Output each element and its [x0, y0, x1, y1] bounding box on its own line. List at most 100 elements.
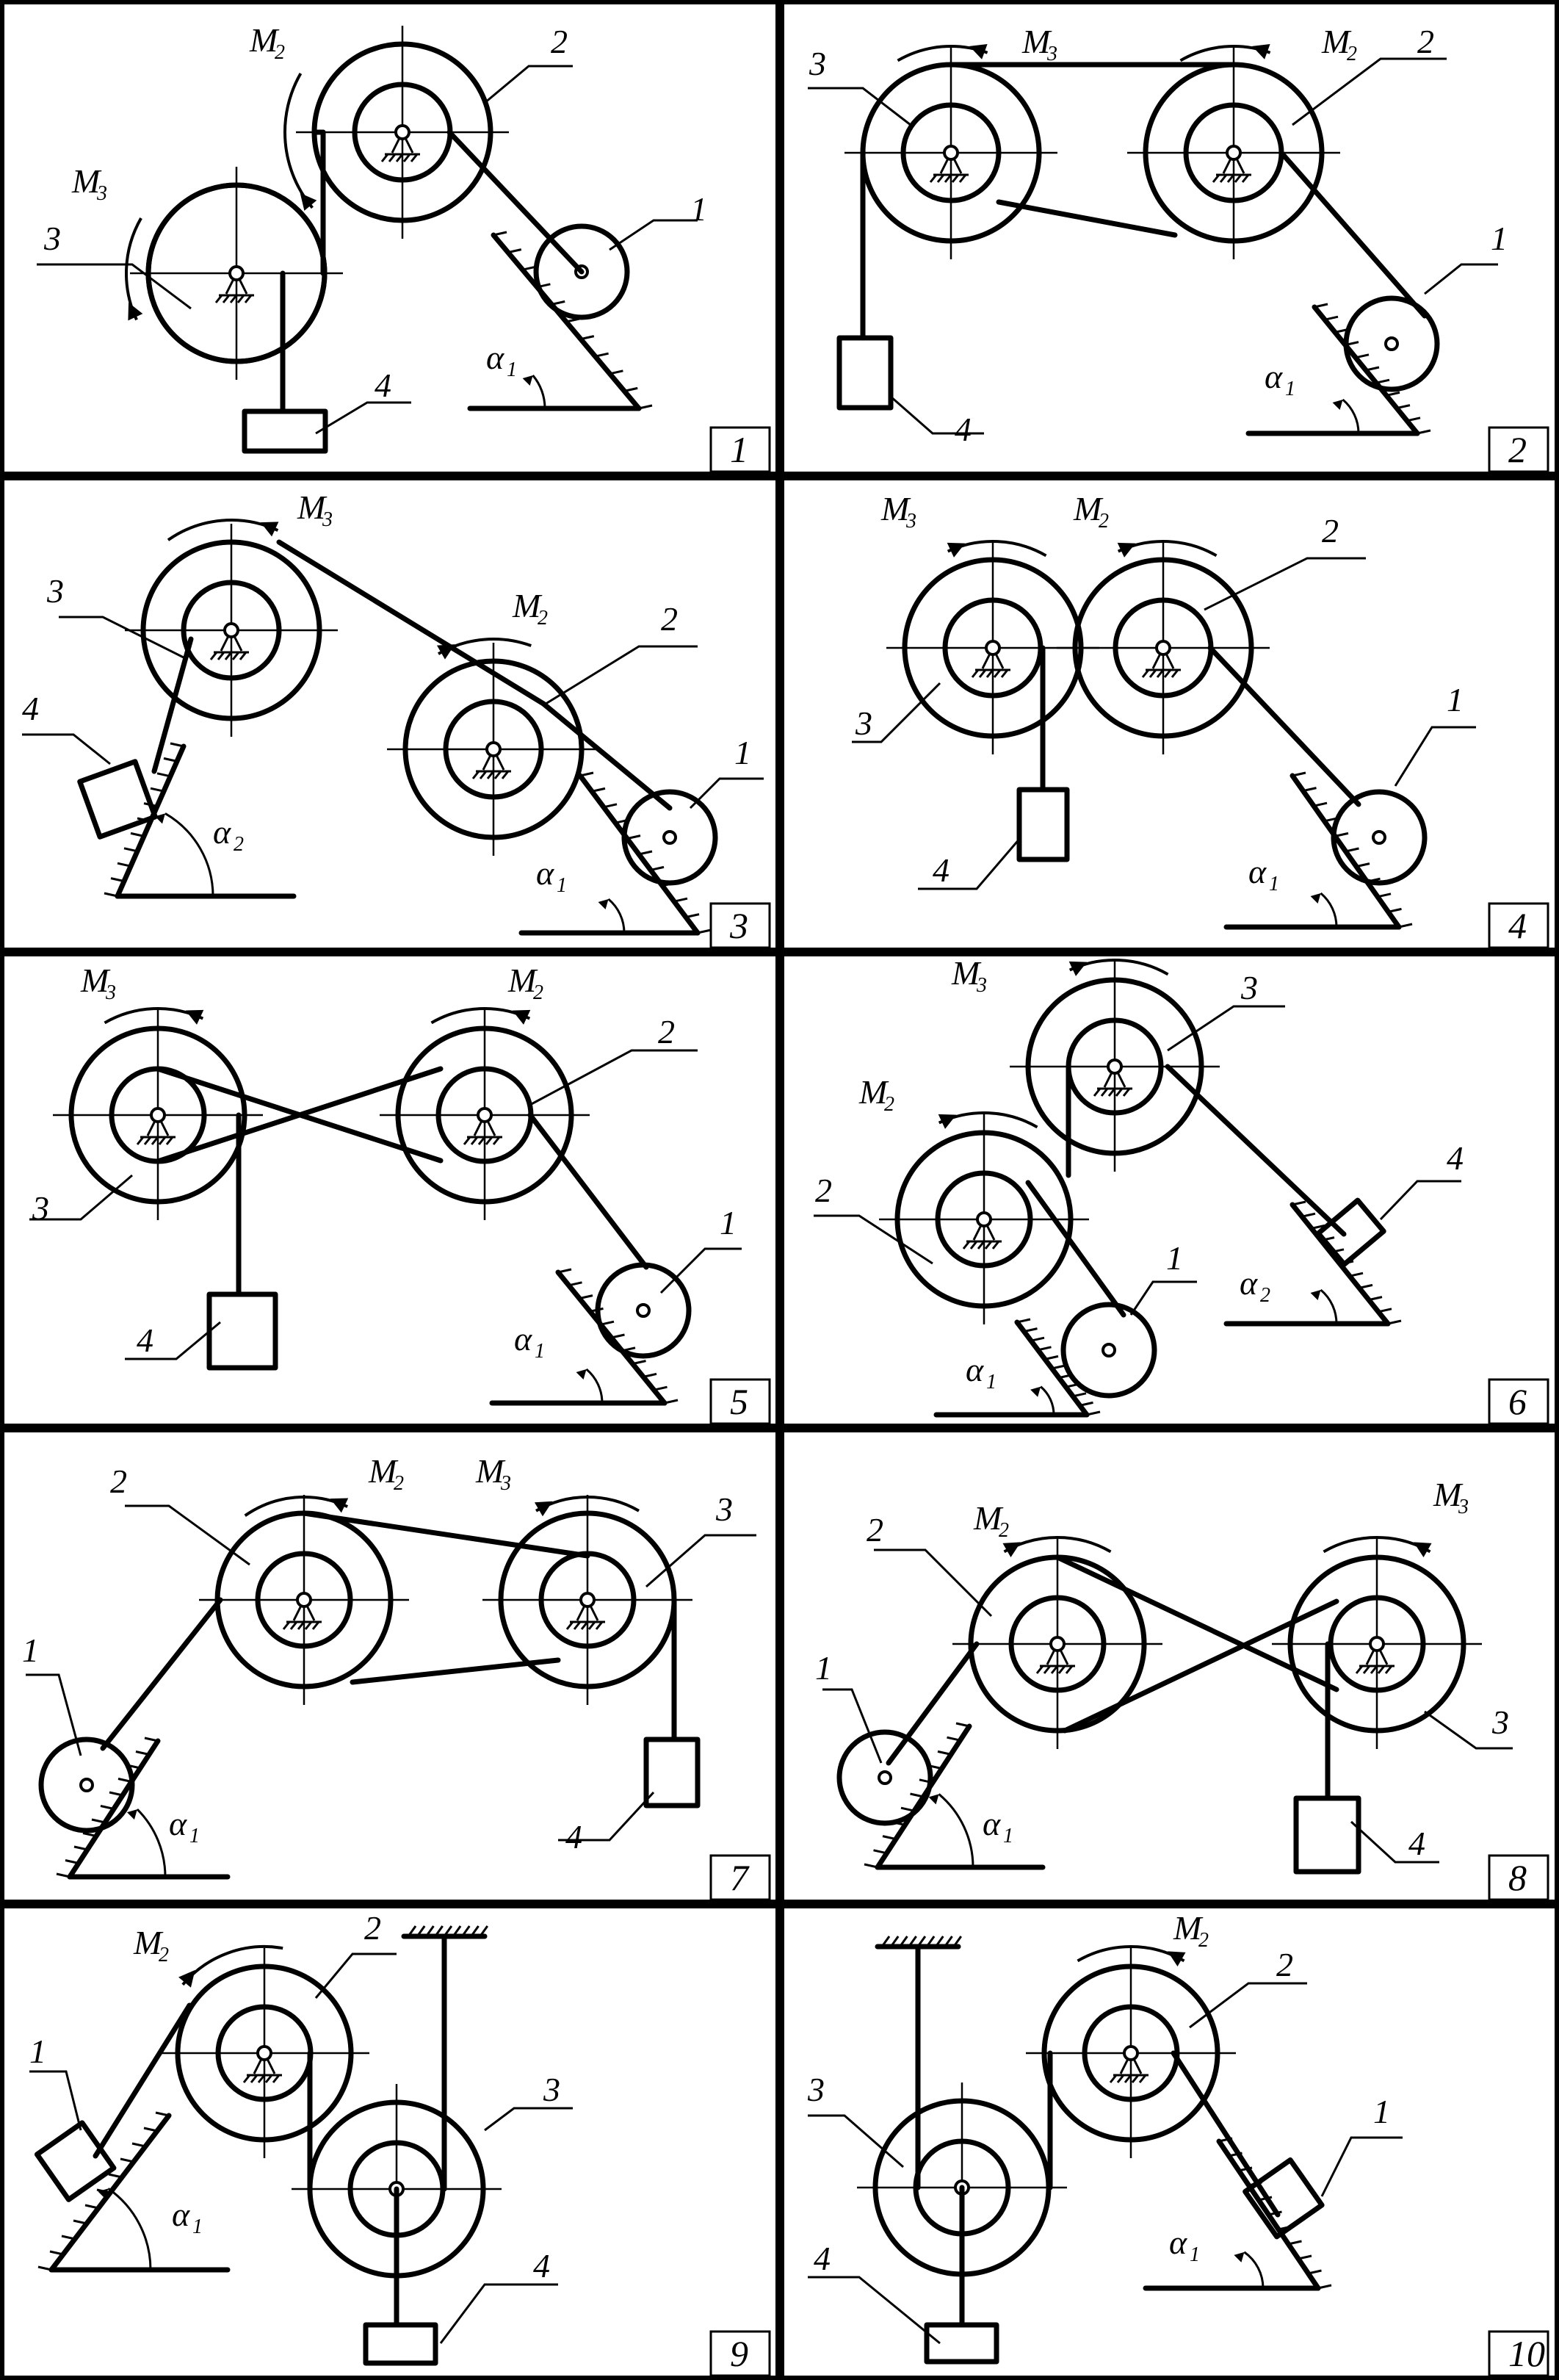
incline-hatch: [1052, 1364, 1066, 1370]
inclined-plane: [1014, 1318, 1101, 1418]
outer-rim: [395, 1025, 574, 1205]
leader-line: [59, 616, 184, 659]
incline-hatch: [580, 335, 595, 341]
bearing-hatch: [1124, 2074, 1132, 2083]
belt: [350, 1657, 561, 1685]
rope: [1207, 645, 1361, 807]
hub: [394, 124, 410, 140]
outer-rim: [68, 1025, 247, 1205]
incline-hatch: [873, 1849, 887, 1855]
moment-subscript: 2: [1099, 510, 1109, 533]
alpha-symbol: α: [169, 1805, 187, 1842]
pulley-2: [879, 1114, 1089, 1324]
incline-hatch: [1378, 1308, 1392, 1313]
body-label-one: 1: [29, 2033, 46, 2070]
bearing-hatch: [1241, 174, 1250, 183]
body-label-one: 1: [815, 1649, 832, 1687]
number-frame: [1488, 1854, 1549, 1901]
hub: [1226, 145, 1242, 161]
body-label-three: 3: [1491, 1703, 1509, 1741]
moment-arrowhead: [330, 1498, 349, 1513]
incline-hatch: [610, 369, 623, 375]
incline-hatch: [1345, 847, 1359, 853]
angle-arrowhead: [155, 813, 165, 824]
disc-rim: [836, 1729, 933, 1826]
ceiling-hatch: [434, 1925, 444, 1937]
moment-subscript: 3: [905, 510, 916, 533]
alpha-symbol: α: [983, 1805, 1001, 1842]
incline-hatch: [621, 1346, 636, 1352]
body-label-two: 2: [1417, 23, 1434, 60]
bearing-hatch: [1138, 2074, 1147, 2083]
load-block: [34, 2120, 117, 2202]
ceiling-hatch: [890, 1936, 900, 1947]
panel-frame: [780, 952, 1559, 1428]
alpha-symbol: α: [1265, 358, 1283, 395]
body-label-three: 3: [715, 1490, 733, 1528]
bearing-hatch: [136, 1136, 145, 1145]
bearing-hatch: [479, 771, 488, 779]
variant-number: 9: [730, 2333, 748, 2374]
ceiling-hatch: [925, 1936, 936, 1947]
outer-rim: [140, 539, 322, 721]
body-label-three: 3: [46, 572, 64, 610]
body-label-three: 3: [807, 2071, 825, 2108]
bearing-hatch: [565, 1621, 574, 1630]
hub: [1369, 1636, 1385, 1652]
incline-hatch: [1334, 328, 1349, 333]
incline-hatch: [1377, 892, 1392, 898]
hub: [223, 622, 239, 638]
incline-hatch: [1375, 378, 1390, 384]
number-frame: [709, 1854, 771, 1901]
incline-hatch: [108, 2173, 123, 2179]
angle-arrowhead: [1234, 2251, 1245, 2262]
moment-subscript: 3: [1458, 1496, 1469, 1518]
alpha-symbol: α: [172, 2196, 190, 2233]
variant-number-box: 8: [1488, 1854, 1549, 1901]
moment-arrow: M3: [475, 1452, 640, 1517]
alpha-subscript: 1: [535, 1340, 545, 1363]
incline-hatch: [615, 818, 629, 824]
bearing-hatch: [214, 295, 223, 303]
hub: [985, 640, 1001, 656]
pulley-3: [482, 1495, 692, 1705]
angle-arrowhead: [598, 899, 609, 910]
moment-arrowhead: [1068, 961, 1088, 976]
incline-hatch: [1301, 1212, 1316, 1218]
body-label-two: 2: [658, 1013, 675, 1050]
hub: [1107, 1059, 1123, 1075]
hub: [976, 1211, 992, 1227]
incline-hatch: [91, 1818, 106, 1824]
bearing-hatch: [1116, 2074, 1125, 2083]
bearing-hatch: [1050, 1665, 1059, 1674]
moment-arc: [283, 73, 314, 209]
leader-line: [822, 1688, 883, 1764]
incline-hatch: [673, 897, 688, 903]
incline-hatch: [537, 283, 551, 289]
disc-hub: [636, 1303, 651, 1318]
bearing-hatch: [501, 771, 510, 779]
leader-line: [439, 2283, 558, 2344]
ceiling-hatch: [407, 1925, 417, 1937]
panel-frame: [780, 1428, 1559, 1904]
bearing-hatch: [1212, 174, 1220, 183]
incline-hatch: [493, 231, 507, 237]
moment-symbol: M: [475, 1452, 506, 1490]
leader-line: [890, 395, 984, 435]
incline-hatch: [1303, 787, 1317, 793]
outer-rim: [175, 1964, 354, 2143]
rope: [276, 539, 546, 707]
incline-hatch: [135, 1750, 150, 1756]
incline-hatch: [1368, 1296, 1383, 1302]
bearing-hatch: [477, 1136, 486, 1145]
bearing-hatch: [977, 1241, 985, 1250]
alpha-symbol: α: [1240, 1264, 1258, 1302]
disc-hub: [1102, 1343, 1116, 1357]
alpha-subscript: 1: [1003, 1825, 1013, 1847]
moment-symbol: M: [951, 954, 982, 992]
incline-hatch: [1258, 2196, 1273, 2202]
